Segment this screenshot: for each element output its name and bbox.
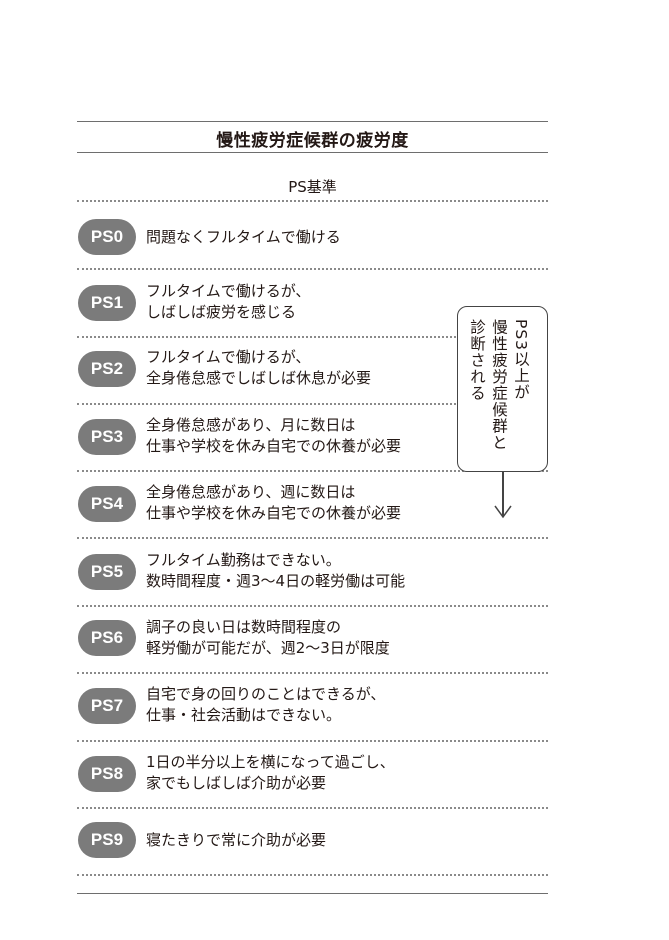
level-row-ps0: PS0 問題なくフルタイムで働ける [77, 202, 457, 268]
dotted-divider [77, 740, 548, 742]
level-badge: PS1 [78, 285, 136, 321]
desc-line-2: 家でもしばしば介助が必要 [146, 774, 327, 792]
level-badge: PS4 [78, 486, 136, 522]
desc-line-1: 1日の半分以上を横になって過ごし、 [146, 753, 395, 771]
dotted-divider [77, 537, 548, 539]
level-description: 問題なくフルタイムで働ける [146, 227, 341, 248]
desc-line-1: フルタイム勤務はできない。 [146, 551, 341, 569]
desc-line-1: 寝たきりで常に介助が必要 [146, 831, 327, 849]
level-badge: PS6 [78, 620, 136, 656]
level-badge: PS7 [78, 688, 136, 724]
desc-line-1: 全身倦怠感があり、月に数日は [146, 416, 356, 434]
level-row-ps7: PS7 自宅で身の回りのことはできるが、 仕事・社会活動はできない。 [77, 674, 457, 740]
callout-col-2: 慢性疲労症候群と [490, 319, 508, 451]
level-row-ps4: PS4 全身倦怠感があり、週に数日は 仕事や学校を休み自宅での休養が必要 [77, 472, 457, 538]
top-rule [77, 121, 548, 122]
desc-line-2: 全身倦怠感でしばしば休息が必要 [146, 369, 372, 387]
level-badge: PS0 [78, 219, 136, 255]
level-row-ps8: PS8 1日の半分以上を横になって過ごし、 家でもしばしば介助が必要 [77, 742, 457, 808]
level-row-ps1: PS1 フルタイムで働けるが、 しばしば疲労を感じる [77, 270, 457, 336]
callout-col-1: PS3以上が [512, 319, 530, 401]
dotted-divider [77, 268, 548, 270]
dotted-divider [77, 200, 548, 202]
level-row-ps9: PS9 寝たきりで常に介助が必要 [77, 809, 457, 875]
level-description: 全身倦怠感があり、月に数日は 仕事や学校を休み自宅での休養が必要 [146, 415, 401, 457]
bottom-rule [77, 893, 548, 894]
desc-line-2: 仕事や学校を休み自宅での休養が必要 [146, 437, 402, 455]
desc-line-1: 調子の良い日は数時間程度の [146, 618, 342, 636]
level-description: 自宅で身の回りのことはできるが、 仕事・社会活動はできない。 [146, 684, 385, 726]
level-row-ps6: PS6 調子の良い日は数時間程度の 軽労働が可能だが、週2〜3日が限度 [77, 607, 457, 673]
dotted-divider [77, 807, 548, 809]
level-description: 全身倦怠感があり、週に数日は 仕事や学校を休み自宅での休養が必要 [146, 482, 401, 524]
diagnosis-callout: PS3以上が 慢性疲労症候群と 診断される [457, 306, 548, 472]
dotted-divider [77, 403, 548, 405]
level-badge: PS2 [78, 351, 136, 387]
level-description: フルタイムで働けるが、 全身倦怠感でしばしば休息が必要 [146, 347, 371, 389]
desc-line-1: フルタイムで働けるが、 [146, 282, 311, 300]
dotted-divider [77, 336, 548, 338]
dotted-divider [77, 874, 548, 876]
desc-line-2: しばしば疲労を感じる [146, 303, 297, 321]
level-description: フルタイム勤務はできない。 数時間程度・週3〜4日の軽労働は可能 [146, 550, 405, 592]
callout-col-3: 診断される [468, 319, 486, 402]
page-title: 慢性疲労症候群の疲労度 [216, 131, 409, 151]
level-description: 1日の半分以上を横になって過ごし、 家でもしばしば介助が必要 [146, 752, 395, 794]
level-description: 調子の良い日は数時間程度の 軽労働が可能だが、週2〜3日が限度 [146, 617, 390, 659]
desc-line-2: 数時間程度・週3〜4日の軽労働は可能 [146, 572, 406, 590]
level-row-ps5: PS5 フルタイム勤務はできない。 数時間程度・週3〜4日の軽労働は可能 [77, 539, 457, 605]
desc-line-2: 仕事・社会活動はできない。 [146, 706, 342, 724]
level-badge: PS9 [78, 822, 136, 858]
title-rule [77, 152, 548, 153]
desc-line-1: 全身倦怠感があり、週に数日は [146, 483, 356, 501]
desc-line-1: フルタイムで働けるが、 [146, 348, 311, 366]
desc-line-1: 問題なくフルタイムで働ける [146, 228, 341, 246]
dotted-divider [77, 605, 548, 607]
level-row-ps3: PS3 全身倦怠感があり、月に数日は 仕事や学校を休み自宅での休養が必要 [77, 405, 457, 471]
level-badge: PS3 [78, 419, 136, 455]
level-badge: PS8 [78, 756, 136, 792]
level-badge: PS5 [78, 554, 136, 590]
dotted-divider [77, 672, 548, 674]
dotted-divider [77, 470, 548, 472]
desc-line-2: 軽労働が可能だが、週2〜3日が限度 [146, 639, 390, 657]
table-subtitle: PS基準 [288, 178, 337, 196]
level-description: フルタイムで働けるが、 しばしば疲労を感じる [146, 281, 310, 323]
desc-line-2: 仕事や学校を休み自宅での休養が必要 [146, 504, 402, 522]
level-description: 寝たきりで常に介助が必要 [146, 830, 326, 851]
level-row-ps2: PS2 フルタイムで働けるが、 全身倦怠感でしばしば休息が必要 [77, 338, 457, 404]
desc-line-1: 自宅で身の回りのことはできるが、 [146, 685, 386, 703]
